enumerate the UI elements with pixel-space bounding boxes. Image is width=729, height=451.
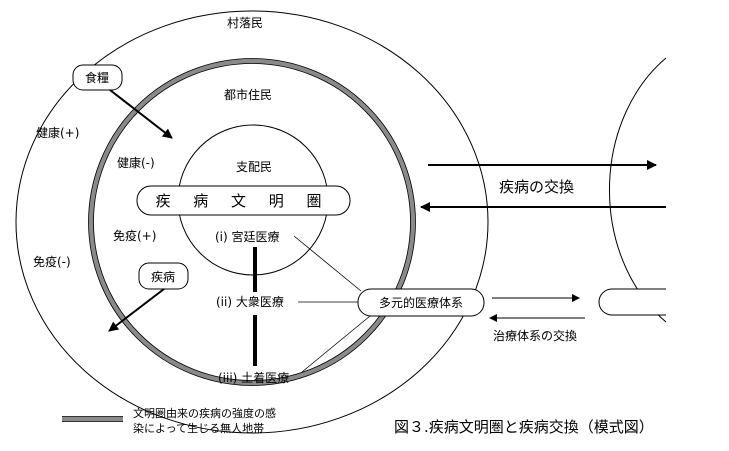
health-plus-label: 健康(+) bbox=[36, 125, 79, 140]
popular-medicine-label: (ii) 大衆医療 bbox=[216, 295, 284, 309]
urban-label: 都市住民 bbox=[224, 87, 272, 102]
immunity-minus-label: 免疫(-) bbox=[33, 254, 71, 269]
civilization-sphere-box bbox=[136, 185, 351, 216]
food-box bbox=[72, 64, 123, 91]
disease-label: 疾病 bbox=[151, 269, 175, 284]
immunity-plus-label: 免疫(+) bbox=[113, 228, 156, 243]
urban-ring-band bbox=[88, 58, 416, 386]
urban-ring-outer-line bbox=[88, 58, 416, 386]
health-minus-label: 健康(-) bbox=[117, 155, 155, 170]
food-label: 食糧 bbox=[85, 70, 109, 85]
village-label: 村落民 bbox=[227, 16, 263, 30]
other-civilization-box bbox=[598, 288, 666, 316]
disease-exchange-label: 疾病の交換 bbox=[499, 178, 574, 196]
village-ring bbox=[15, 10, 489, 434]
folk-medicine-label: (iii) 土着医療 bbox=[218, 370, 289, 385]
court-connector bbox=[293, 235, 362, 292]
treatment-exchange-label: 治療体系の交換 bbox=[493, 328, 577, 343]
pluralistic-medicine-label: 多元的医療体系 bbox=[379, 295, 463, 310]
disease-arrow bbox=[108, 288, 165, 332]
food-arrow bbox=[109, 89, 173, 139]
pluralistic-medicine-box bbox=[357, 288, 485, 317]
legend-line-1: 文明圏由来の疾病の強度の感 bbox=[133, 406, 276, 420]
other-civilization-ring bbox=[608, 57, 667, 323]
urban-ring-inner-line bbox=[93, 63, 411, 381]
court-medicine-label: (i) 宮廷医療 bbox=[215, 229, 280, 244]
civilization-sphere-label: 疾 病 文 明 圏 bbox=[155, 192, 330, 210]
folk-connector bbox=[301, 315, 371, 373]
figure-caption: 図３.疾病文明圏と疾病交換（模式図） bbox=[394, 418, 654, 436]
ruling-label: 支配民 bbox=[236, 160, 272, 174]
legend-line-2: 染によって生じる無人地帯 bbox=[133, 421, 264, 435]
